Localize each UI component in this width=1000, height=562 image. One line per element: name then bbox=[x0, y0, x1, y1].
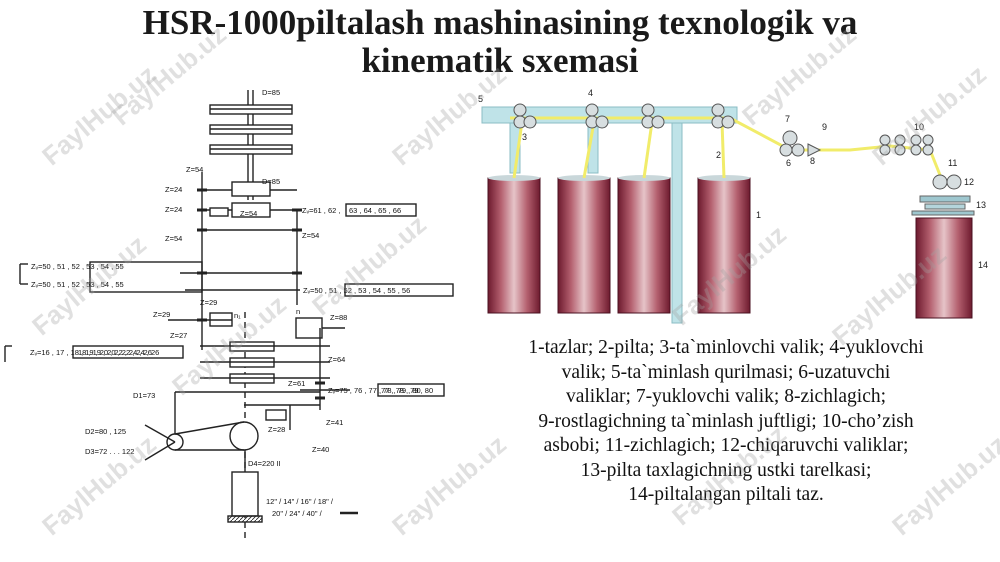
title-line-1: HSR-1000piltalash mashinasining texnolog… bbox=[142, 3, 858, 42]
num-6: 6 bbox=[786, 158, 791, 168]
label-d2: D2=80 , 125 bbox=[85, 427, 126, 436]
kinematic-labels: D=85 Z=54 D=85 Z=24 Z=24 Z=54 Zᵥ=61 , 62… bbox=[30, 88, 433, 518]
feed-cans bbox=[487, 175, 751, 314]
label-z29-b: Z=29 bbox=[153, 310, 170, 319]
num-3: 3 bbox=[522, 132, 527, 142]
num-1: 1 bbox=[756, 210, 761, 220]
legend-line-6: 13-pilta taxlagichning ustki tarelkasi; bbox=[580, 459, 872, 481]
num-11: 11 bbox=[948, 158, 957, 168]
feed-rollers bbox=[513, 103, 962, 190]
label-box-z63: 63 , 64 , 65 , 66 bbox=[349, 206, 401, 215]
label-zv75: Zᵥ=75 , 76 , 77 , 78 , 79 , 80 bbox=[328, 386, 421, 395]
label-z28: Z=28 bbox=[268, 425, 285, 434]
label-z27: Z=27 bbox=[170, 331, 187, 340]
title-line-2: kinematik sxemasi bbox=[361, 41, 639, 80]
label-z54-b: Z=54 bbox=[240, 209, 257, 218]
label-z29-a: Z=29 bbox=[200, 298, 217, 307]
num-14: 14 bbox=[978, 260, 988, 270]
num-12: 12 bbox=[964, 177, 974, 187]
label-box-z18: 18 , 19 , 20 , 22 , 24 , 26 bbox=[78, 348, 159, 357]
label-sizes-1: 12" / 14" / 16" / 18" / bbox=[266, 497, 334, 506]
label-z54-c: Z=54 bbox=[165, 234, 182, 243]
label-n1: n₁ bbox=[234, 311, 241, 320]
label-box-z77: 77 , 78 , 79 , 80 bbox=[381, 386, 433, 395]
label-d85-b: D=85 bbox=[262, 177, 280, 186]
label-z41: Z=41 bbox=[326, 418, 343, 427]
num-10: 10 bbox=[914, 122, 924, 132]
legend-line-2: valik; 5-ta`minlash qurilmasi; 6-uzatuvc… bbox=[561, 361, 891, 383]
label-z64: Z=64 bbox=[328, 355, 345, 364]
label-zv50-a: Zᵥ=50 , 51 , 52 , 53 , 54 , 55 bbox=[31, 262, 124, 271]
label-z24-b: Z=24 bbox=[165, 205, 182, 214]
label-z24-a: Z=24 bbox=[165, 185, 182, 194]
label-d4: D4=220 II bbox=[248, 459, 281, 468]
label-z88: Z=88 bbox=[330, 313, 347, 322]
label-z54-d: Z=54 bbox=[302, 231, 319, 240]
kinematic-scheme: D=85 Z=54 D=85 Z=24 Z=24 Z=54 Zᵥ=61 , 62… bbox=[4, 88, 454, 540]
label-zv16: Zᵥ=16 , 17 , 18 , 19 , 20 , 22 , 24 , 26 bbox=[30, 348, 152, 357]
label-n: n bbox=[296, 307, 300, 316]
label-z54-a: Z=54 bbox=[186, 165, 203, 174]
label-z40: Z=40 bbox=[312, 445, 329, 454]
technological-scheme: 5 4 3 2 1 7 6 8 9 10 11 12 13 14 bbox=[478, 88, 988, 324]
legend-line-5: asbobi; 11-zichlagich; 12-chiqaruvchi va… bbox=[543, 435, 909, 456]
tech-numbers: 5 4 3 2 1 7 6 8 9 10 11 12 13 14 bbox=[478, 88, 988, 270]
num-8: 8 bbox=[810, 156, 815, 166]
legend-line-7: 14-piltalangan piltali taz. bbox=[628, 484, 824, 505]
label-z61-62: Zᵥ=61 , 62 , bbox=[302, 206, 340, 215]
label-d1: D1=73 bbox=[133, 391, 155, 400]
label-zv50-b: Zᵥ=50 , 51 , 52 , 53 , 54 , 55 bbox=[31, 280, 124, 289]
label-zv50-c: Zᵥ=50 , 51 , 52 , 53 , 54 , 55 , 56 bbox=[303, 286, 410, 295]
num-9: 9 bbox=[822, 122, 827, 132]
num-13: 13 bbox=[976, 200, 986, 210]
num-7: 7 bbox=[785, 114, 790, 124]
legend: 1-tazlar; 2-pilta; 3-ta`minlovchi valik;… bbox=[462, 336, 990, 508]
num-5: 5 bbox=[478, 94, 483, 104]
num-4: 4 bbox=[588, 88, 593, 98]
num-2: 2 bbox=[716, 150, 721, 160]
legend-line-4: 9-rostlagichning ta`minlash juftligi; 10… bbox=[538, 410, 914, 432]
label-sizes-2: 20" / 24" / 40" / bbox=[272, 509, 323, 518]
coiler-plate bbox=[911, 195, 975, 216]
label-z61: Z=61 bbox=[288, 379, 305, 388]
label-d85-top: D=85 bbox=[262, 88, 280, 97]
delivery-can bbox=[915, 217, 973, 319]
legend-line-3: valiklar; 7-yuklovchi valik; 8-zichlagic… bbox=[565, 386, 887, 407]
label-d3: D3=72 . . . 122 bbox=[85, 447, 134, 456]
kinematic-lines bbox=[4, 90, 454, 540]
legend-line-1: 1-tazlar; 2-pilta; 3-ta`minlovchi valik;… bbox=[528, 337, 924, 358]
page-title: HSR-1000piltalash mashinasining texnolog… bbox=[0, 4, 1000, 80]
